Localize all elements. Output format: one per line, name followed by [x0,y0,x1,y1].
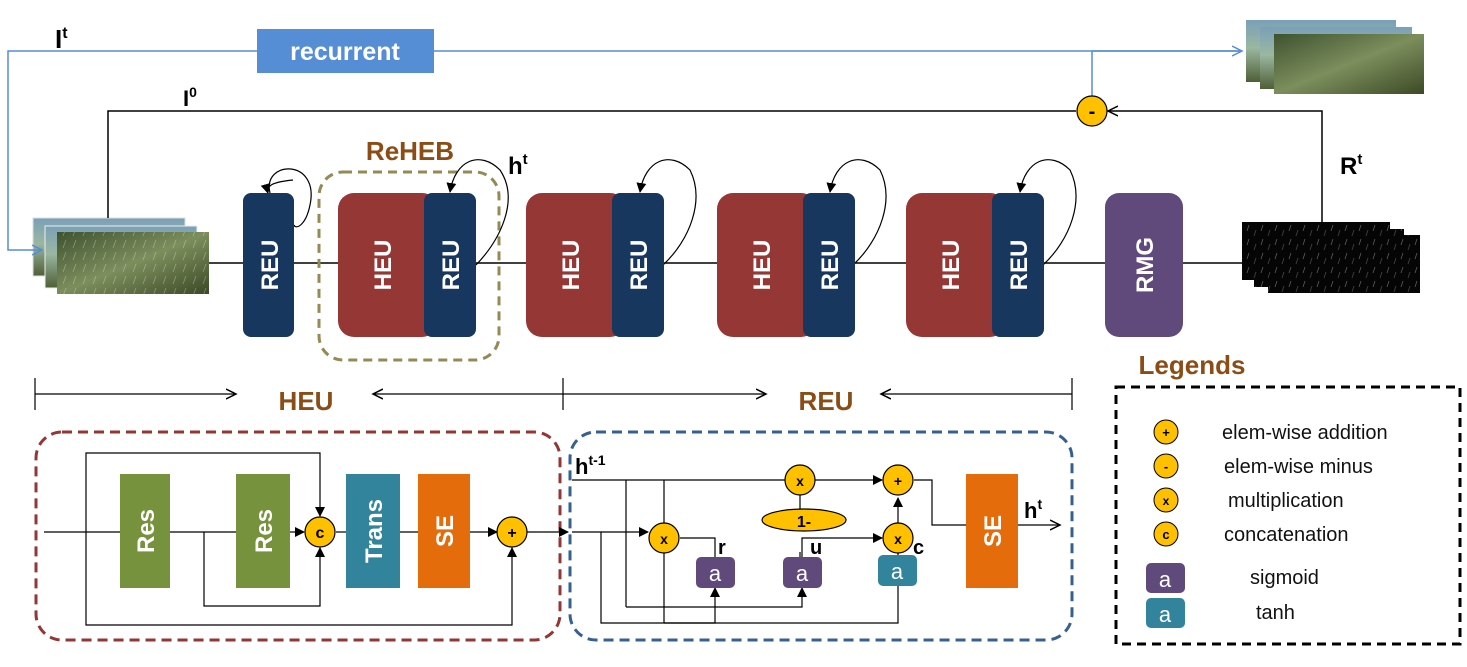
input-i0-label: I0 [183,84,197,111]
svg-text:HEU: HEU [749,240,776,291]
trans-block: Trans [346,474,400,588]
gate-r-label: r [718,537,726,559]
svg-text:a: a [709,561,722,586]
legend-tanh-text: tanh [1256,602,1295,624]
reheb-frame [317,170,501,362]
heu-span-label: HEU [279,386,334,416]
svg-text:REU: REU [438,240,465,291]
svg-text:HEU: HEU [370,240,397,291]
svg-text:1-: 1- [797,514,811,531]
recurrent-box [257,29,434,73]
legend-minus-text: elem-wise minus [1224,456,1373,478]
legend-minus: - elem-wise minus [1153,453,1373,479]
input-it-label: It [55,24,68,54]
svg-text:a: a [1159,567,1172,592]
heu-block-3: HEU [717,193,817,337]
svg-text:RMG: RMG [1132,237,1159,293]
h-out-label: ht [1024,496,1042,523]
reu-block-first: REU [243,193,294,337]
svg-text:SE: SE [432,515,459,547]
svg-text:REU: REU [1006,240,1033,291]
svg-text:+: + [1162,425,1170,440]
update-gate-sigmoid: a [783,557,822,588]
svg-text:x: x [660,531,668,547]
svg-text:HEU: HEU [938,240,965,291]
reheb-label: ReHEB [366,136,454,166]
svg-text:c: c [1162,527,1169,542]
heu-detail-wires [44,452,569,626]
concat-operator: c [304,516,336,548]
heu-detail-frame [34,430,562,642]
reset-mult-operator: x [648,522,680,554]
reu-span-label: REU [799,386,854,416]
svg-text:REU: REU [626,240,653,291]
svg-text:a: a [1159,602,1172,627]
heu-add-operator: + [496,516,528,548]
one-minus-operator: 1- [761,508,847,532]
legend-tanh: a tanh [1146,598,1295,628]
svg-text:HEU: HEU [558,240,585,291]
reu-block-4: REU [992,193,1044,337]
res-block-2: Res [236,474,290,588]
svg-text:+: + [894,473,902,489]
legend-sigmoid-text: sigmoid [1250,567,1319,589]
heu-block-4: HEU [906,193,1006,337]
hidden-ht-label: ht [508,151,528,180]
svg-text:REU: REU [257,240,284,291]
legend-sigmoid: a sigmoid [1146,563,1319,593]
reset-gate-sigmoid: a [696,557,735,588]
rmg-block: RMG [1105,193,1183,337]
legends-title: Legends [1139,350,1246,380]
self-loops [260,159,1077,266]
reu-block-2: REU [612,193,664,337]
svg-text:x: x [894,531,902,547]
svg-text:x: x [796,473,804,489]
svg-text:SE: SE [980,515,1007,547]
gate-c-label: c [913,537,924,559]
svg-text:a: a [796,561,809,586]
svg-text:-: - [1089,101,1096,123]
svg-text:a: a [891,559,904,584]
minus-operator: - [1076,95,1108,127]
svg-text:Trans: Trans [361,499,388,563]
heu-block-1: HEU [338,193,438,337]
legend-concat: c concatenation [1153,521,1349,547]
reu-block-1: REU [424,193,476,337]
legend-add: + elem-wise addition [1153,419,1388,445]
svg-text:c: c [316,525,325,542]
svg-text:Res: Res [133,509,160,553]
heu-block-2: HEU [526,193,626,337]
svg-text:Res: Res [251,509,278,553]
reu-add-operator: + [882,464,914,496]
rain-streak-image-stack [1242,222,1420,293]
reu-detail-frame [568,430,1074,642]
candidate-tanh: a [878,555,917,586]
legend-frame [1114,385,1462,646]
rain-rt-label: Rt [1340,151,1362,180]
legend-add-text: elem-wise addition [1222,422,1388,444]
gate-u-label: u [810,537,822,559]
output-image-stack [1246,20,1424,94]
recurrent-path: recurrent [7,29,1242,250]
candidate-mult-operator: x [882,522,914,554]
span-arrows [34,378,1073,410]
reu-block-3: REU [803,193,855,337]
svg-text:REU: REU [817,240,844,291]
update-mult-operator: x [784,464,816,496]
reu-se-block: SE [966,474,1018,588]
legend-mult: x multiplication [1153,487,1344,513]
res-block-1: Res [120,474,170,588]
svg-text:-: - [1164,459,1168,474]
svg-text:+: + [507,525,516,542]
input-rainy-image-stack [32,217,209,294]
h-prev-label: ht-1 [575,452,606,479]
recurrent-label: recurrent [290,38,400,66]
legend-concat-text: concatenation [1224,524,1349,546]
input-skip-path [107,111,1323,222]
legend-mult-text: multiplication [1228,490,1344,512]
svg-text:x: x [1163,494,1170,508]
heu-se-block: SE [418,474,470,588]
